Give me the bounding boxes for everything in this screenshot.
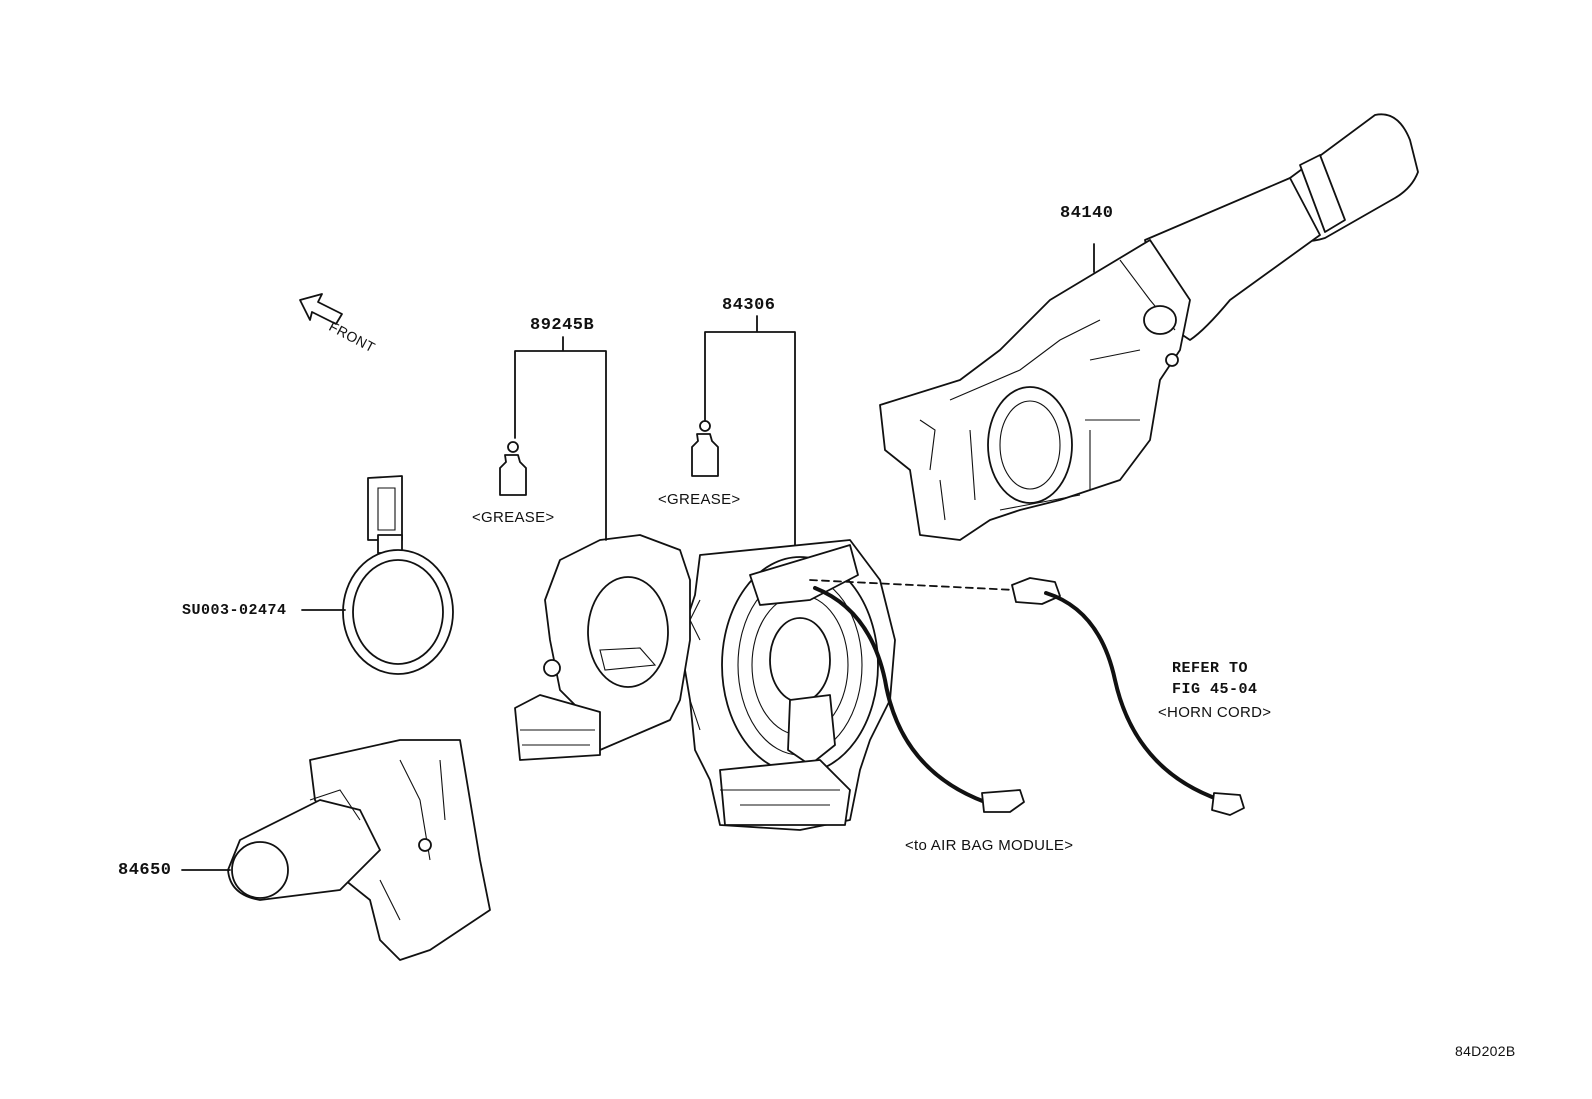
airbag-cord	[813, 586, 1025, 813]
air-bag-module-label: <to AIR BAG MODULE>	[905, 837, 1074, 854]
ring-su003-02474	[342, 475, 454, 675]
switch-assembly-84140	[879, 113, 1419, 541]
part-label-84306[interactable]: 84306	[722, 296, 776, 315]
part-label-su003-02474[interactable]: SU003-02474	[182, 602, 287, 619]
grease-label-left: <GREASE>	[472, 509, 555, 526]
ring-89245b	[514, 534, 691, 761]
grease-label-right: <GREASE>	[658, 491, 741, 508]
leader-lines	[181, 243, 1095, 871]
fig-reference-link[interactable]: FIG 45-04	[1172, 681, 1258, 698]
part-label-84650[interactable]: 84650	[118, 861, 172, 880]
horn-cord	[1011, 577, 1245, 816]
refer-to-label: REFER TO	[1172, 660, 1249, 677]
grease-bottle-icon	[691, 420, 719, 477]
part-label-84140[interactable]: 84140	[1060, 204, 1114, 223]
spiral-cable-84306	[679, 539, 896, 831]
part-label-89245b[interactable]: 89245B	[530, 316, 595, 335]
switch-assembly-84650	[227, 739, 491, 961]
horn-cord-label: <HORN CORD>	[1158, 704, 1272, 721]
front-arrow-icon	[299, 293, 343, 325]
figure-id: 84D202B	[1455, 1043, 1516, 1059]
grease-bottle-icon	[499, 441, 527, 496]
